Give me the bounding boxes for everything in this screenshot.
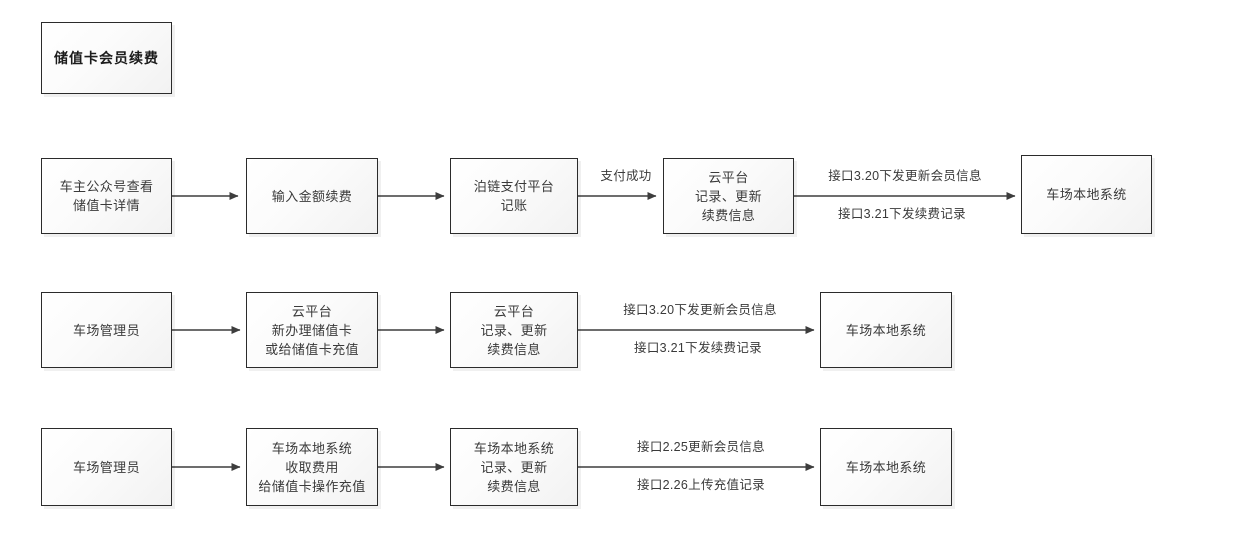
node-parking-local-system-3: 车场本地系统 — [820, 428, 952, 506]
node-local-record-renewal: 车场本地系统 记录、更新 续费信息 — [450, 428, 578, 506]
node-local-charge-topup: 车场本地系统 收取费用 给储值卡操作充值 — [246, 428, 378, 506]
node-input-amount-renew: 输入金额续费 — [246, 158, 378, 234]
node-parking-local-system-2: 车场本地系统 — [820, 292, 952, 368]
edge-label-row1-api321: 接口3.21下发续费记录 — [838, 207, 966, 221]
node-parking-admin-2: 车场管理员 — [41, 292, 172, 368]
diagram-title-box: 储值卡会员续费 — [41, 22, 172, 94]
node-bolian-pay-ledger: 泊链支付平台 记账 — [450, 158, 578, 234]
node-owner-view-card: 车主公众号查看 储值卡详情 — [41, 158, 172, 234]
node-cloud-new-or-topup-card: 云平台 新办理储值卡 或给储值卡充值 — [246, 292, 378, 368]
node-parking-local-system-1: 车场本地系统 — [1021, 155, 1152, 234]
node-parking-admin-3: 车场管理员 — [41, 428, 172, 506]
node-cloud-record-renewal-2: 云平台 记录、更新 续费信息 — [450, 292, 578, 368]
edge-label-pay-success: 支付成功 — [600, 169, 652, 183]
edge-label-row3-api226: 接口2.26上传充值记录 — [637, 478, 765, 492]
node-cloud-record-renewal-1: 云平台 记录、更新 续费信息 — [663, 158, 794, 234]
edge-label-row2-api321: 接口3.21下发续费记录 — [634, 341, 762, 355]
edge-label-row3-api225: 接口2.25更新会员信息 — [637, 440, 765, 454]
edge-label-row2-api320: 接口3.20下发更新会员信息 — [623, 303, 777, 317]
edge-label-row1-api320: 接口3.20下发更新会员信息 — [828, 169, 982, 183]
